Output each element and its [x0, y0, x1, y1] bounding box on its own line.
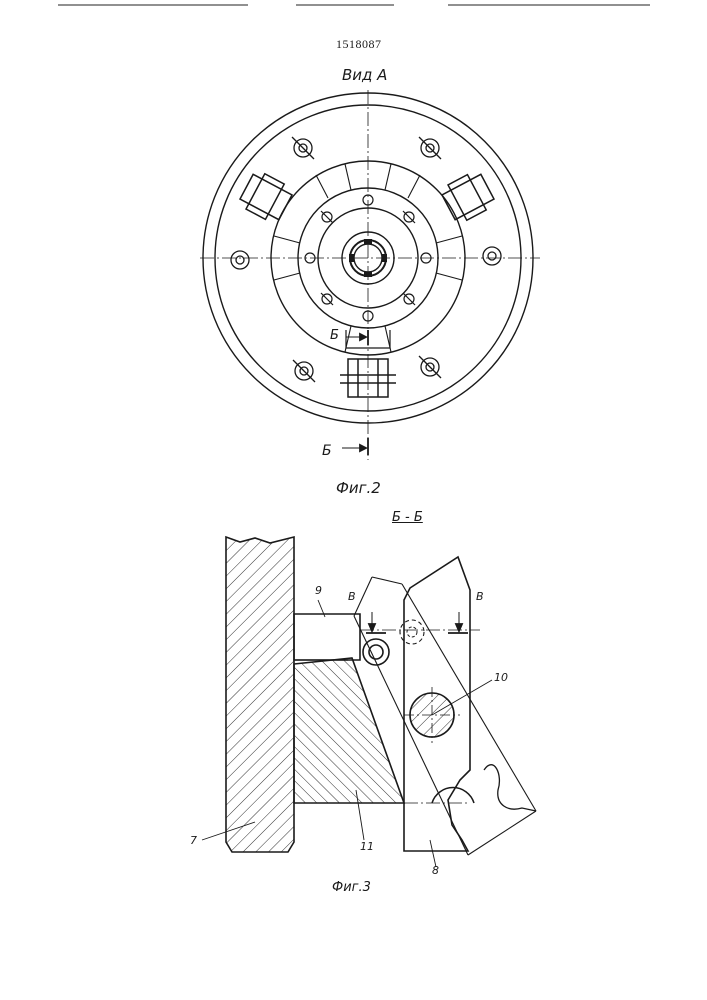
figure-2-drawing: [200, 90, 540, 460]
section-marker-top: Б: [330, 328, 339, 343]
part-9-shaft: [294, 614, 360, 660]
part-7-housing: [226, 537, 294, 852]
section-arrow-bottom: [342, 438, 368, 455]
view-label-left: В: [348, 590, 356, 603]
figure-3-caption: Фиг.3: [332, 880, 371, 895]
figure-3-drawing: [202, 537, 536, 867]
lever-notch: [432, 788, 474, 803]
section-marker-bottom: Б: [322, 443, 332, 459]
label-part-11: 11: [360, 840, 374, 853]
part-11-block: [294, 658, 404, 803]
section-b-b-title: Б - Б: [392, 510, 423, 525]
view-label-right: В: [476, 590, 484, 603]
roller-upper-right: [442, 174, 494, 220]
label-part-10: 10: [494, 671, 508, 684]
roller-upper-left: [240, 174, 292, 220]
label-part-8: 8: [432, 864, 439, 877]
figure-2-caption: Фиг.2: [336, 479, 381, 497]
label-part-9: 9: [315, 584, 322, 597]
label-part-7: 7: [190, 834, 197, 847]
lever-hook: [484, 765, 536, 811]
